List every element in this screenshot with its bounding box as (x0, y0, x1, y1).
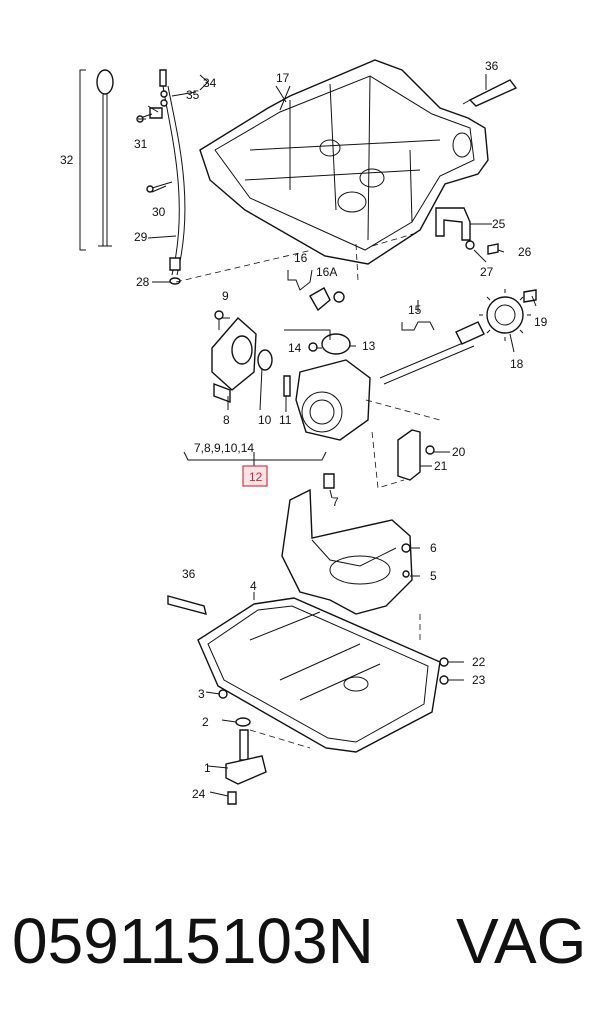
callout-11: 11 (279, 413, 292, 427)
callout-23: 23 (472, 673, 486, 687)
callout-8: 8 (223, 413, 230, 427)
callout-10: 10 (258, 413, 272, 427)
callout-15: 15 (408, 303, 422, 317)
callout-2: 2 (202, 715, 209, 729)
sealant-tube-top (462, 79, 518, 107)
callout-1: 1 (204, 761, 211, 775)
callout-16: 16 (294, 251, 308, 265)
reference-lines (175, 231, 441, 749)
exploded-parts-diagram: 34 35 32 31 30 29 28 17 36 25 26 27 16 1… (60, 59, 548, 805)
crankcase-lower-frame (199, 59, 489, 265)
callout-16a: 16A (316, 265, 337, 279)
callout-27: 27 (480, 265, 494, 279)
part-number: 059115103N (12, 905, 374, 977)
callout-12-highlight: 12 (249, 470, 263, 484)
callout-6: 6 (430, 541, 437, 555)
callout-25: 25 (492, 217, 506, 231)
callout-30: 30 (152, 205, 166, 219)
baffle-plate (281, 473, 413, 615)
callout-29: 29 (134, 230, 148, 244)
drive-chain-assembly (379, 289, 537, 385)
oil-pump-assembly (211, 310, 371, 441)
callout-labels: 34 35 32 31 30 29 28 17 36 25 26 27 16 1… (60, 59, 548, 801)
dipstick-assembly (79, 69, 209, 285)
oil-pipe-assembly (435, 207, 499, 255)
callout-35: 35 (186, 88, 200, 102)
callout-7: 7 (332, 495, 339, 509)
callout-17: 17 (276, 71, 290, 85)
callout-22: 22 (472, 655, 486, 669)
brand-name: VAG (456, 905, 587, 977)
callout-28: 28 (136, 275, 150, 289)
group-label: 7,8,9,10,14 (194, 441, 254, 455)
callout-18: 18 (510, 357, 524, 371)
highlight-box (242, 465, 268, 487)
callout-24: 24 (192, 787, 206, 801)
callout-5: 5 (430, 569, 437, 583)
callout-3: 3 (198, 687, 205, 701)
oil-pan (167, 595, 449, 753)
callout-34: 34 (203, 76, 217, 90)
oil-level-sensor (225, 729, 267, 805)
callout-21: 21 (434, 459, 448, 473)
callout-19: 19 (534, 315, 548, 329)
callout-31: 31 (134, 137, 148, 151)
part-caption: 059115103N VAG (0, 896, 600, 986)
callout-13: 13 (362, 339, 376, 353)
callout-36-bottom: 36 (182, 567, 196, 581)
callout-32: 32 (60, 153, 74, 167)
callout-4: 4 (250, 579, 257, 593)
sensor-assembly (287, 269, 345, 312)
bracket-assembly (397, 429, 435, 481)
callout-36-top: 36 (485, 59, 499, 73)
callout-14: 14 (288, 341, 302, 355)
callout-9: 9 (222, 289, 229, 303)
leader-lines (138, 74, 537, 797)
callout-20: 20 (452, 445, 466, 459)
callout-26: 26 (518, 245, 532, 259)
